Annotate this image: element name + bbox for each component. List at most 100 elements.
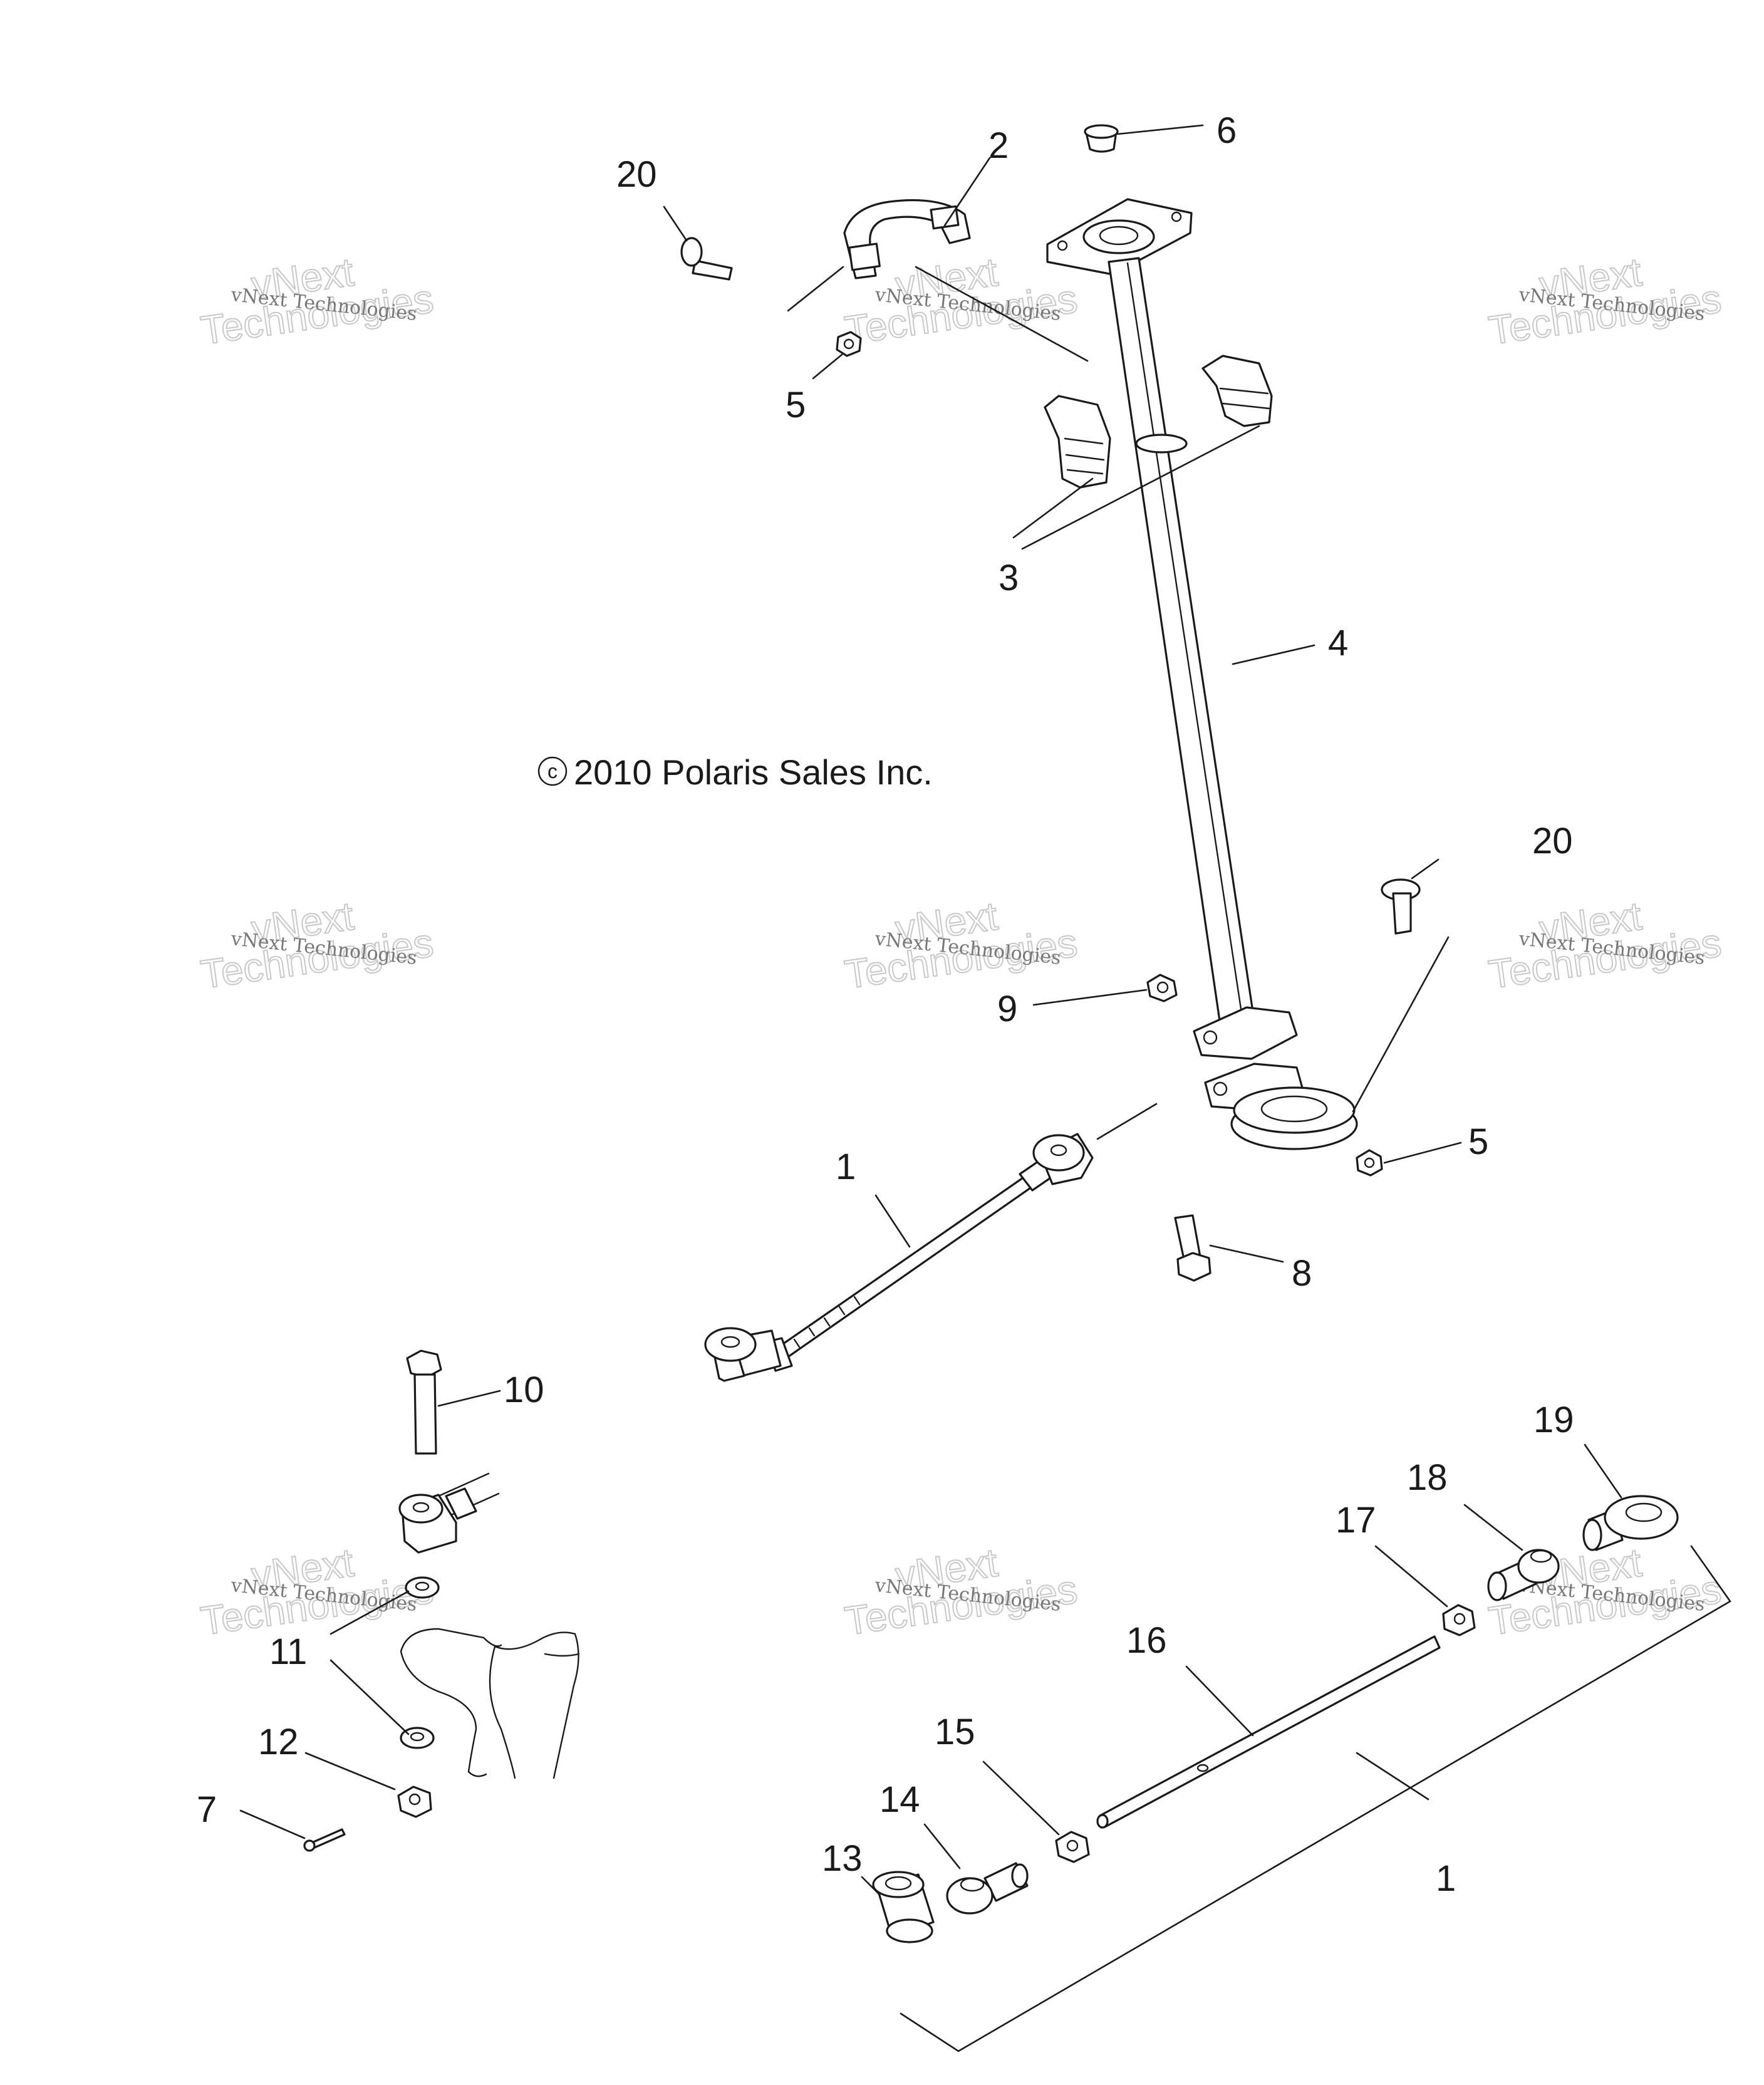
nut-body: [1442, 1604, 1476, 1636]
leader-2: [787, 266, 844, 312]
callout-11: 11: [269, 1631, 307, 1672]
tie-rod-end-upper-hole: [1050, 1144, 1067, 1157]
nut-body: [397, 1786, 432, 1818]
leader-5-top: [812, 353, 843, 380]
rod-end-hole: [412, 1502, 430, 1513]
callout-5-mid: 5: [1468, 1121, 1488, 1162]
leader-2: [915, 266, 1089, 362]
tie-rod-thread: [793, 1296, 861, 1348]
leader-8: [1209, 1244, 1284, 1263]
nut-5-top: [836, 331, 862, 357]
steering-post-top-bearing-inner: [1099, 226, 1139, 246]
leader-10: [437, 1390, 501, 1407]
bolt-20-top: [680, 237, 733, 281]
ball-joint-18-end: [1487, 1571, 1507, 1601]
steering-post-ring: [1135, 434, 1188, 454]
bolt-20-mid: [1381, 878, 1421, 935]
leader-17: [1374, 1545, 1448, 1608]
nut-body: [1055, 1831, 1090, 1863]
callout-1-bottom: 1: [1436, 1858, 1456, 1899]
bolt-head: [1176, 1252, 1211, 1282]
leader-13: [861, 1876, 881, 1896]
rod-end-19: [1582, 1495, 1679, 1551]
leader-1-top: [874, 1194, 911, 1248]
leader-20-mid: [1411, 858, 1440, 880]
steering-clamp-tab-left: [848, 242, 881, 271]
cotter-pin-body: [309, 1828, 346, 1849]
rod-end-19-stem-end: [1582, 1519, 1602, 1551]
callout-17: 17: [1336, 1500, 1376, 1541]
bushing-right-rib: [1219, 387, 1270, 410]
nut-body: [1146, 974, 1178, 1002]
tie-rod-end-upper-eye: [1032, 1134, 1085, 1172]
bushing-left: [1044, 395, 1111, 489]
cap: [1084, 124, 1119, 153]
washer-11-upper: [405, 1576, 440, 1599]
leader-20-top: [663, 205, 688, 242]
callout-14: 14: [879, 1779, 920, 1820]
nut-body: [1356, 1149, 1383, 1177]
callout-2: 2: [988, 125, 1009, 166]
bolt-8: [1174, 1214, 1211, 1282]
hardware: [303, 237, 1476, 1863]
washer-hole: [415, 1581, 430, 1591]
cap-top: [1084, 124, 1119, 139]
rod-end-13-hole: [885, 1876, 912, 1891]
nut-hole: [843, 338, 854, 350]
nut-9: [1146, 974, 1178, 1002]
leader-15: [982, 1760, 1060, 1836]
callout-3: 3: [999, 558, 1019, 598]
rod-end-13: [872, 1871, 935, 1943]
callout-13: 13: [822, 1838, 863, 1879]
callout-19: 19: [1533, 1400, 1574, 1440]
leader-1-top: [1096, 1103, 1158, 1140]
steering-post-top-bearing: [1082, 219, 1155, 254]
tie-rod-shaft: [776, 1175, 1034, 1361]
ball-joint-14-ball: [960, 1877, 985, 1892]
rod-end-eye: [398, 1494, 444, 1524]
leader-1-bottom: [1356, 1752, 1429, 1801]
spindle-knuckle-outline: [489, 1631, 580, 1779]
callout-9: 9: [997, 989, 1017, 1029]
leader-lines: [239, 124, 1731, 2052]
nut-hole: [1453, 1613, 1466, 1625]
callout-16: 16: [1126, 1620, 1167, 1661]
bolt-shank: [413, 1373, 437, 1455]
spindle-arm-outline: [400, 1628, 502, 1773]
callout-12: 12: [258, 1722, 299, 1762]
ball-joint-14-end: [1011, 1863, 1029, 1888]
leader-12: [304, 1752, 396, 1791]
washer-hole: [410, 1732, 425, 1742]
steering-post-upper-flange: [1193, 1006, 1298, 1060]
callout-6: 6: [1217, 110, 1237, 151]
callout-5-top: 5: [786, 385, 806, 425]
callout-1-top: 1: [836, 1146, 856, 1187]
bolt-head: [680, 237, 703, 267]
nut-5-mid: [1356, 1149, 1383, 1177]
assembly-bracket: [900, 1545, 1731, 2052]
tie-rod-16: [1099, 1635, 1441, 1828]
callout-10: 10: [504, 1370, 544, 1410]
leader-11: [329, 1590, 410, 1635]
callout-labels: 20 2 6 5 3 4 20 9 5 1 8 10 19 18 17 16 1…: [197, 110, 1574, 1899]
steering-post-bottom-bearing-top: [1233, 1086, 1356, 1134]
bolt-shank: [1392, 892, 1412, 935]
jam-nut-15: [1055, 1831, 1090, 1863]
leader-3: [1012, 477, 1094, 539]
leader-16: [1185, 1665, 1254, 1737]
leader-2: [943, 157, 991, 227]
rod-end-19-body: [1604, 1495, 1679, 1540]
callout-15: 15: [935, 1712, 975, 1752]
bolt-shank: [692, 259, 733, 281]
steering-post-top-hole: [1171, 211, 1182, 222]
leader-20-mid: [1352, 936, 1450, 1113]
rod-end-13-top: [872, 1871, 925, 1898]
tie-rod-stub-collar: [445, 1487, 477, 1520]
tie-rod-assembly-upper: [704, 1133, 1094, 1382]
nut-12: [397, 1786, 432, 1818]
copyright-notice: c 2010 Polaris Sales Inc.: [537, 752, 933, 792]
leader-5-mid: [1383, 1141, 1462, 1164]
washer-body: [400, 1727, 435, 1749]
steering-post-bottom-bearing-inner: [1260, 1095, 1328, 1123]
